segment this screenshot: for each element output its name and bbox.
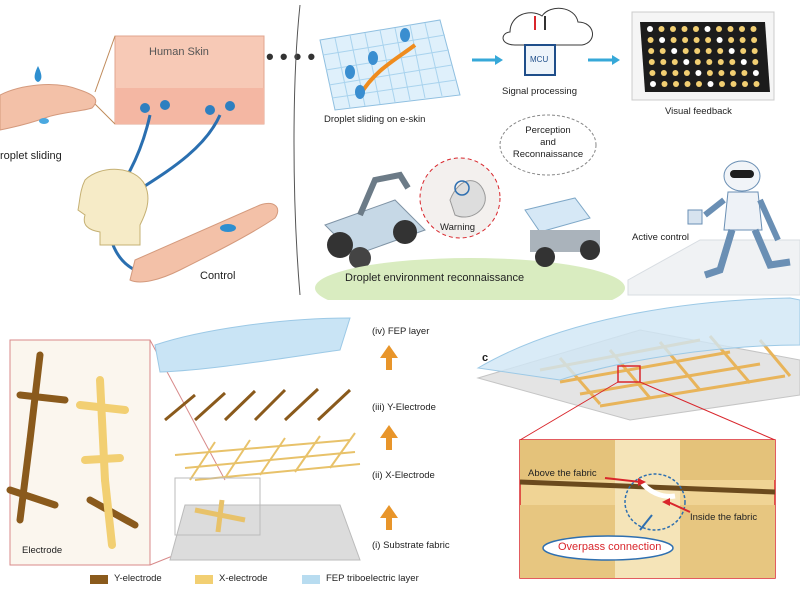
led-dot — [740, 48, 747, 54]
led-dot — [705, 37, 712, 43]
led-dot — [716, 26, 722, 32]
legend-swatch-fep — [302, 575, 320, 584]
perception-line-1: Perception — [525, 125, 571, 136]
perception-line-3: Reconnaissance — [512, 149, 584, 160]
led-dot — [647, 26, 653, 32]
top-right-illustration — [315, 7, 800, 300]
skin-illustration — [0, 35, 279, 283]
led-dot — [717, 48, 724, 54]
led-dot — [648, 48, 655, 54]
legend: Y-electrode X-electrode FEP triboelectri… — [90, 572, 490, 588]
led-dot — [660, 59, 667, 65]
above-fabric-label: Above the fabric — [528, 468, 597, 479]
led-dot — [717, 59, 724, 65]
humanoid-robot — [687, 160, 791, 279]
legend-swatch-y — [90, 575, 108, 584]
led-dot — [694, 59, 701, 65]
electrode-inset-label: Electrode — [22, 545, 63, 556]
led-dot — [658, 26, 665, 32]
signal-processing-label: Signal processing — [502, 86, 577, 97]
led-dot — [716, 37, 723, 43]
led-dot — [695, 70, 702, 76]
led-dot — [705, 48, 712, 54]
led-dot — [696, 81, 702, 87]
x-electrode-layer-label: (ii) X-Electrode — [372, 470, 435, 481]
y-electrode-layer-label: (iii) Y-Electrode — [372, 402, 436, 413]
led-dot — [753, 81, 760, 87]
led-dot — [648, 59, 655, 65]
led-dot — [671, 59, 678, 65]
warning-label: Warning — [440, 222, 476, 233]
substrate-layer-label: (i) Substrate fabric — [372, 540, 450, 551]
led-dot — [661, 81, 668, 87]
led-dot — [728, 37, 735, 43]
led-dot — [660, 70, 667, 76]
led-dot — [693, 26, 699, 32]
led-dot — [719, 81, 725, 87]
robot-car-left — [324, 171, 426, 269]
perception-line-2: and — [540, 137, 556, 148]
led-dots — [647, 26, 760, 87]
legend-swatch-x — [195, 575, 213, 584]
led-dot — [741, 70, 748, 76]
led-dot — [670, 37, 677, 43]
led-dot — [672, 70, 679, 76]
led-dot — [706, 59, 713, 65]
led-dot — [728, 48, 735, 54]
recon-label: Droplet environment reconnaissance — [345, 272, 525, 284]
led-dot — [752, 70, 759, 76]
led-dot — [739, 37, 746, 43]
droplet-eskin-label: Droplet sliding on e-skin — [324, 114, 426, 125]
led-dot — [730, 81, 737, 87]
led-dot — [684, 81, 691, 87]
legend-label-y: Y-electrode — [114, 573, 162, 584]
led-dot — [706, 70, 713, 76]
led-dot — [742, 81, 748, 87]
led-dot — [752, 59, 759, 65]
led-dot — [739, 26, 745, 32]
led-dot — [659, 37, 666, 43]
led-dot — [751, 48, 758, 54]
mcu-label: MCU — [530, 55, 549, 64]
led-dot — [683, 59, 690, 65]
control-label: Control — [200, 270, 236, 282]
led-dot — [673, 81, 679, 87]
led-dot — [751, 37, 758, 43]
panel-c-tag: c — [482, 352, 489, 364]
led-dot — [693, 37, 700, 43]
droplet-sliding-label: roplet sliding — [0, 150, 62, 162]
led-dot — [704, 26, 711, 32]
led-dot — [707, 81, 714, 87]
visual-feedback-label: Visual feedback — [665, 106, 732, 117]
led-dot — [694, 48, 701, 54]
legend-label-x: X-electrode — [219, 573, 268, 584]
skin-label: Human Skin — [149, 46, 209, 58]
led-dot — [671, 48, 678, 54]
perception-text: Perception and Reconnaissance — [505, 125, 591, 161]
led-dot — [659, 48, 666, 54]
inside-fabric-label: Inside the fabric — [690, 512, 758, 523]
led-dot — [729, 70, 736, 76]
led-dot — [647, 37, 654, 43]
led-dot — [750, 26, 757, 32]
led-dot — [740, 59, 747, 65]
skin-panel: Human Skin roplet sliding Control — [0, 0, 290, 295]
ellipsis-dots: • • • • — [266, 44, 316, 69]
fep-layer-label: (iv) FEP layer — [372, 326, 430, 337]
led-dot — [727, 26, 734, 32]
led-dot — [682, 37, 689, 43]
led-dot — [670, 26, 676, 32]
overpass-label: Overpass connection — [558, 541, 662, 553]
active-control-label: Active control — [632, 232, 690, 243]
legend-label-fep: FEP triboelectric layer — [326, 573, 419, 584]
led-dot — [681, 26, 688, 32]
led-dot — [649, 70, 656, 76]
led-dot — [729, 59, 736, 65]
led-dot — [650, 81, 656, 87]
led-dot — [683, 70, 690, 76]
led-dot — [682, 48, 689, 54]
eskin-grid — [319, 19, 461, 111]
led-dot — [718, 70, 725, 76]
